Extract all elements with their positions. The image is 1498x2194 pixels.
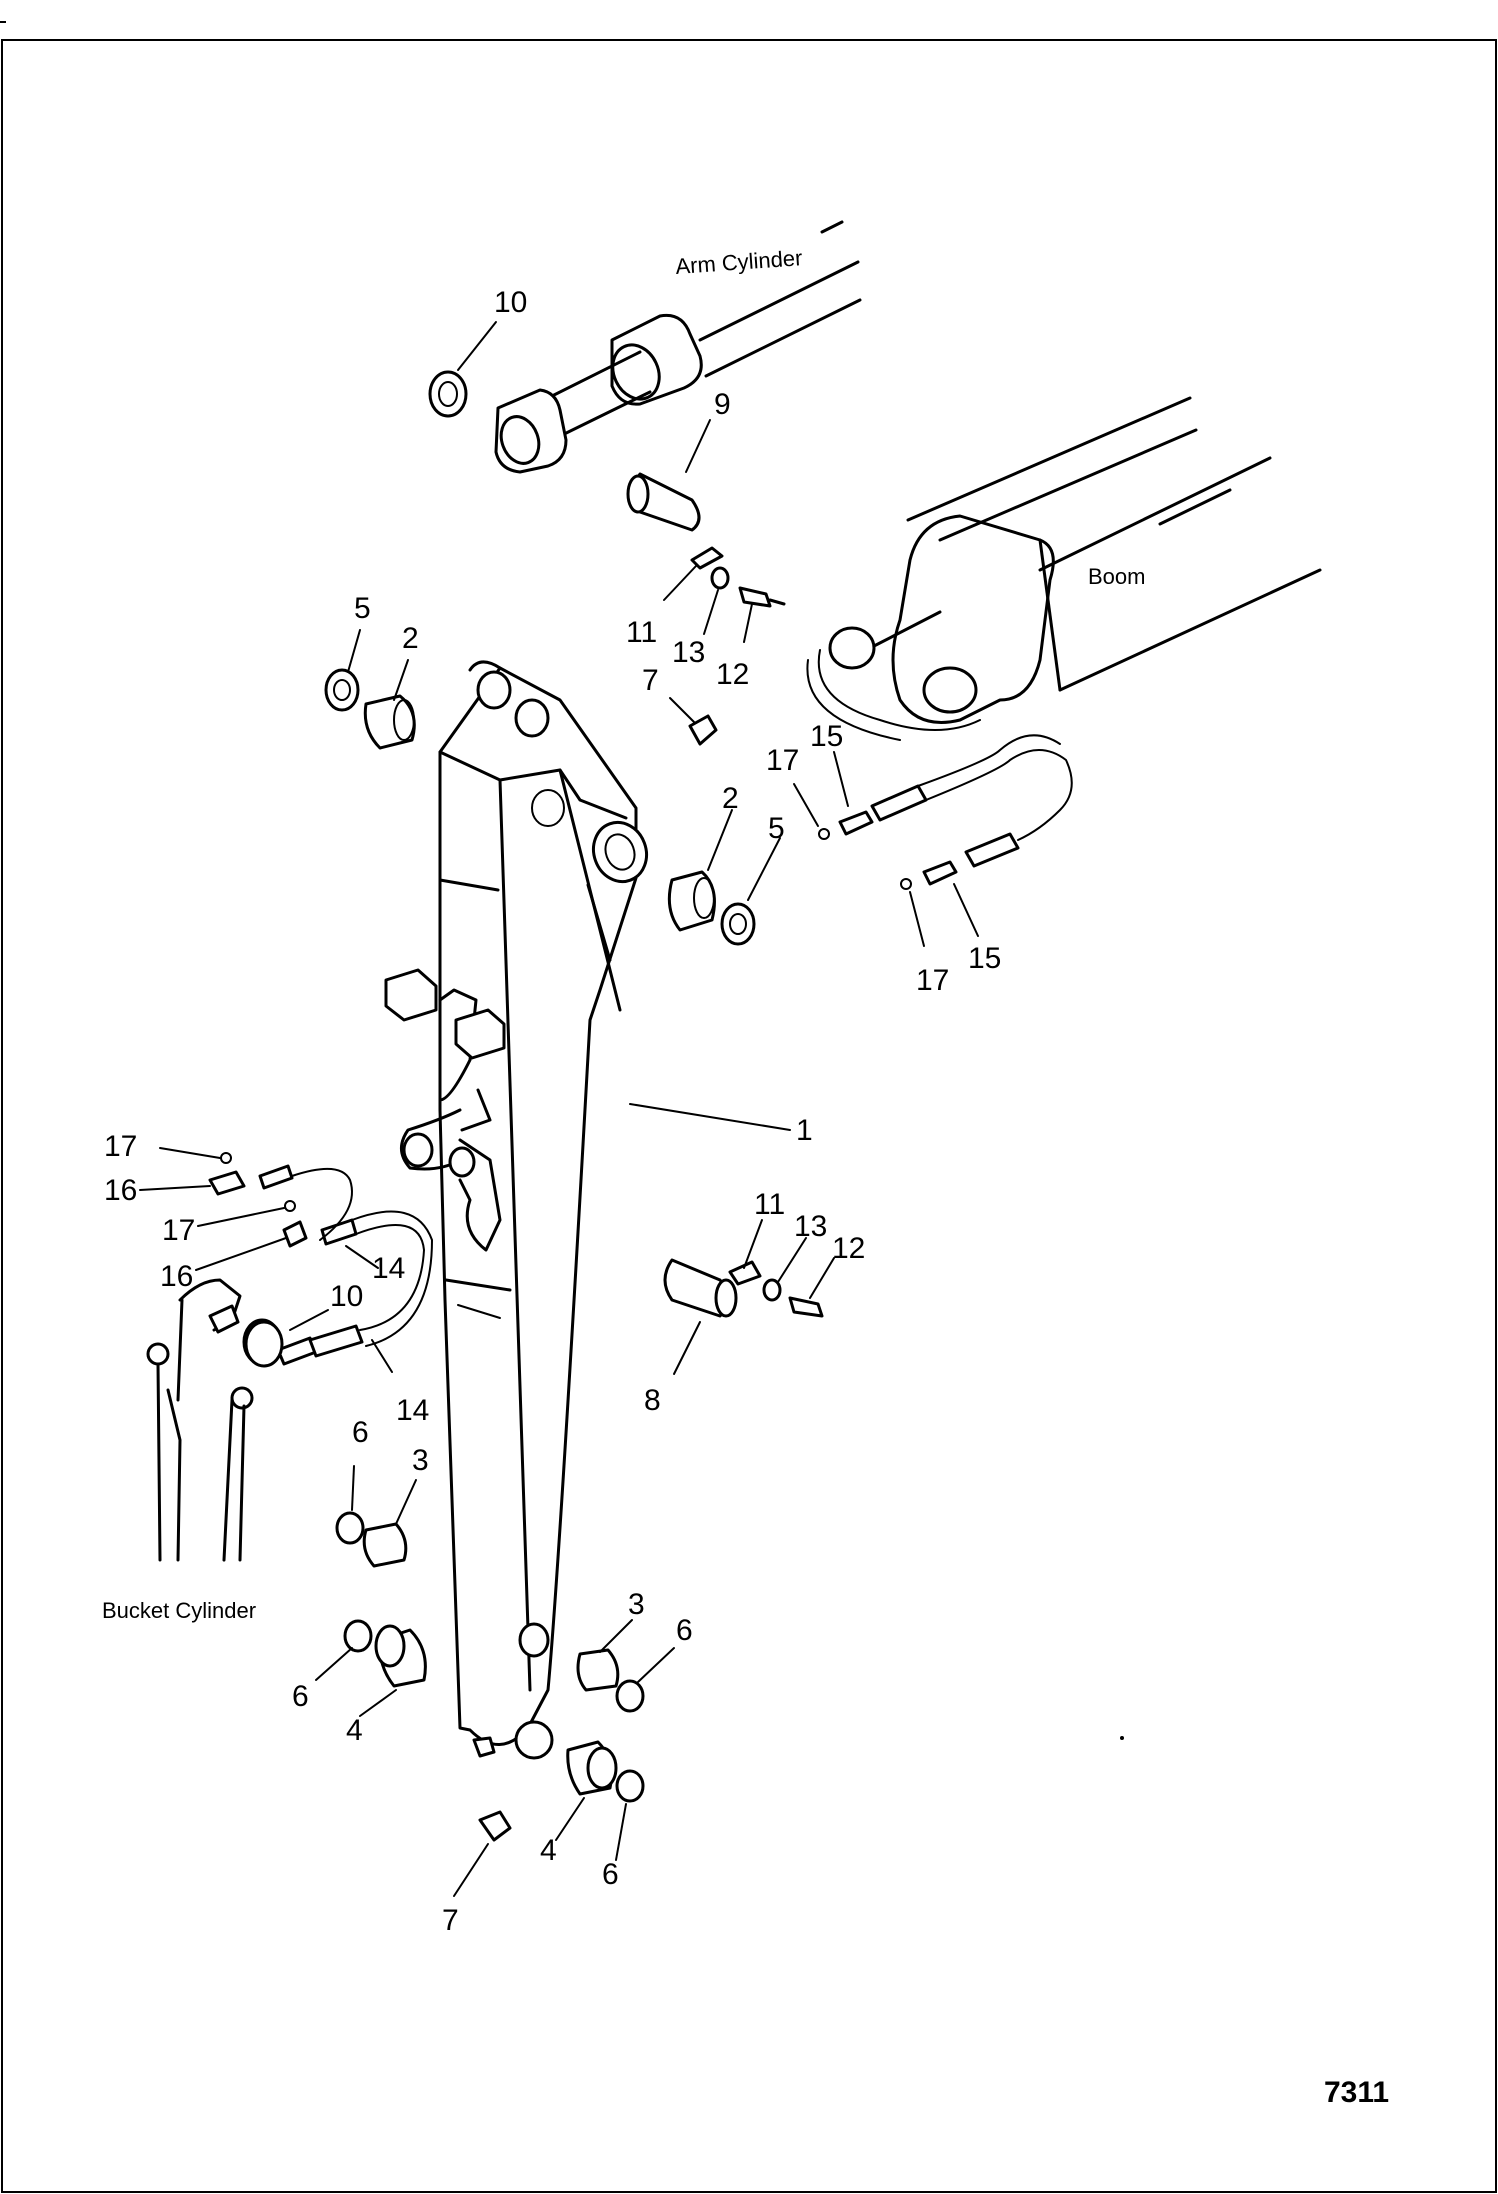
seal-6-upper-right [615, 1679, 645, 1713]
callout-17: 17 [766, 744, 799, 777]
callout-14: 14 [372, 1252, 405, 1285]
leader-lines [139, 321, 979, 1897]
callout-7: 7 [642, 664, 659, 697]
callout-13: 13 [794, 1210, 827, 1243]
callout-12: 12 [716, 658, 749, 691]
boom-label: Boom [1088, 564, 1145, 589]
callout-6: 6 [602, 1858, 619, 1891]
callout-6: 6 [352, 1416, 369, 1449]
callout-15: 15 [810, 720, 843, 753]
callout-7: 7 [442, 1904, 459, 1937]
fitting-15-lower [922, 860, 958, 886]
arm-body [384, 660, 648, 1760]
callout-10: 10 [494, 286, 527, 319]
callout-4: 4 [346, 1714, 363, 1747]
callout-2: 2 [402, 622, 419, 655]
washer-10-left [244, 1320, 284, 1368]
callout-6: 6 [676, 1614, 693, 1647]
callout-12: 12 [832, 1232, 865, 1265]
callout-16: 16 [104, 1174, 137, 1207]
callout-17: 17 [916, 964, 949, 997]
bushing-3-right [576, 1648, 620, 1692]
callout-13: 13 [672, 636, 705, 669]
bushing-3-left [362, 1522, 408, 1568]
oring-17-left-lower [284, 1200, 296, 1212]
bucket-cylinder-label: Bucket Cylinder [102, 1598, 256, 1623]
callout-4: 4 [540, 1834, 557, 1867]
fitting-7-bottom [478, 1810, 512, 1842]
boom-drawing [806, 396, 1322, 741]
callout-3: 3 [412, 1444, 429, 1477]
stray-dot [1120, 1736, 1124, 1740]
callout-11: 11 [626, 616, 657, 649]
callout-numbers: 1 2 2 3 3 4 4 5 5 6 6 6 6 7 7 8 9 10 10 … [104, 286, 1001, 1937]
oring-17-upper [818, 828, 830, 840]
bolt-12-top [738, 586, 772, 608]
seal-5-left [324, 668, 360, 712]
figure-number: 7311 [1324, 2076, 1389, 2109]
callout-9: 9 [714, 388, 731, 421]
arm-cylinder-drawing [494, 220, 862, 474]
oring-17-left-upper [220, 1152, 232, 1164]
callout-5: 5 [768, 812, 785, 845]
callout-16: 16 [160, 1260, 193, 1293]
callout-14: 14 [396, 1394, 429, 1427]
callout-10: 10 [330, 1280, 363, 1313]
callout-2: 2 [722, 782, 739, 815]
callout-5: 5 [354, 592, 371, 625]
callout-17: 17 [104, 1130, 137, 1163]
page-border [1, 39, 1497, 2193]
oring-17-lower [900, 878, 912, 890]
callout-6: 6 [292, 1680, 309, 1713]
bushing-2-right [667, 870, 716, 932]
bolt-12-mid [788, 1296, 824, 1318]
washer-13-top [710, 566, 730, 590]
callout-1: 1 [796, 1114, 813, 1147]
bushing-2-left [363, 694, 416, 750]
callout-17: 17 [162, 1214, 195, 1247]
seal-6-lower-right [615, 1769, 645, 1803]
seal-6-lower-left [343, 1619, 373, 1653]
fitting-15-upper [838, 810, 874, 836]
seal-6-upper-left [335, 1511, 365, 1545]
callout-15: 15 [968, 942, 1001, 975]
fitting-7-top [688, 714, 718, 746]
washer-13-mid [762, 1278, 782, 1302]
seal-5-right [720, 902, 756, 946]
washer-10-top [428, 370, 468, 418]
arm-cylinder-label: Arm Cylinder [675, 245, 804, 279]
callout-11: 11 [754, 1188, 785, 1221]
callout-3: 3 [628, 1588, 645, 1621]
callout-8: 8 [644, 1384, 661, 1417]
plate-11-top [690, 546, 724, 570]
